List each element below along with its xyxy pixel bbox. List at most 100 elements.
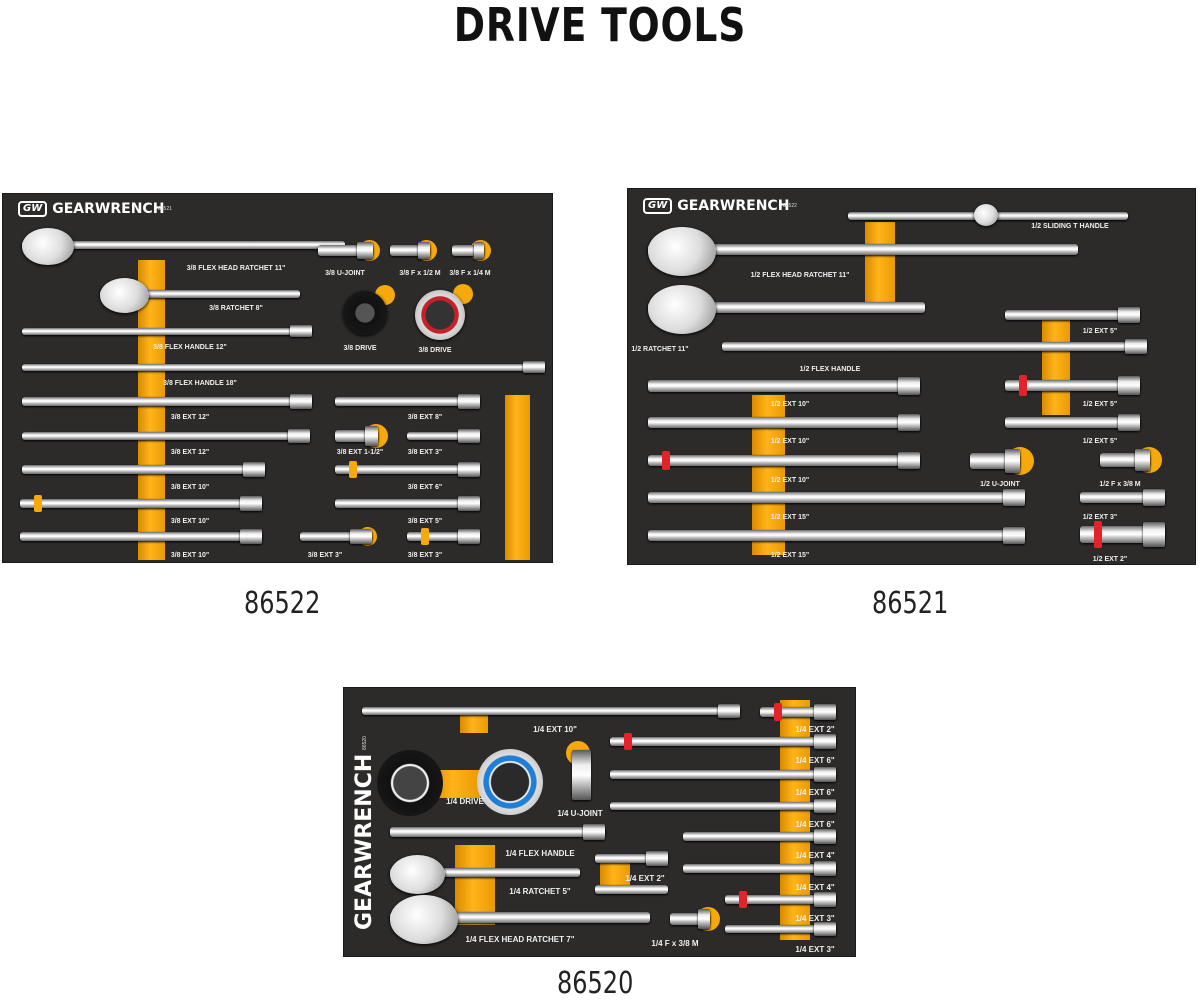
yellow-ring-icon — [34, 495, 42, 512]
tool-label-2-4-1-4-ext-6: 1/4 EXT 6" — [795, 756, 835, 765]
red-ring-icon — [1094, 521, 1102, 548]
extension-bar-icon — [20, 498, 262, 509]
tray-code: 86522 — [783, 203, 797, 209]
socket-end-icon — [898, 452, 920, 469]
extension-bar-icon — [725, 924, 836, 934]
socket-end-icon — [474, 242, 484, 259]
red-ring-icon — [624, 733, 632, 750]
socket-end-icon — [1118, 307, 1140, 323]
tool-label-0-8-3-8-flex-handle-18: 3/8 FLEX HANDLE 18" — [163, 380, 237, 387]
ratchet-handle-icon — [648, 301, 925, 313]
ratchet-head-icon — [648, 285, 716, 334]
yellow-ring-icon — [349, 461, 357, 478]
tool-label-0-6-3-8-drive: 3/8 DRIVE — [418, 347, 452, 354]
socket-end-icon — [365, 426, 378, 446]
socket-end-icon — [814, 704, 836, 720]
tool-label-1-8-1-2-ext-15: 1/2 EXT 15" — [770, 514, 810, 521]
red-ring-icon — [739, 891, 747, 908]
tool-label-2-1-1-4-ext-2: 1/4 EXT 2" — [795, 725, 835, 734]
extension-bar-icon — [390, 245, 430, 256]
socket-end-icon — [583, 824, 605, 840]
socket-end-icon — [356, 242, 373, 259]
ratchet-head-icon — [390, 854, 446, 895]
red-ring-icon — [1019, 375, 1027, 396]
tool-label-0-13-3-8-ext-10: 3/8 EXT 10" — [170, 552, 210, 559]
socket-end-icon — [898, 414, 920, 431]
tool-label-0-16-3-8-ext-3: 3/8 EXT 3" — [407, 449, 443, 456]
extension-bar-icon — [22, 431, 310, 441]
ratchet-knob-icon — [343, 291, 387, 335]
tool-label-0-19-3-8-ext-3: 3/8 EXT 3" — [307, 552, 343, 559]
tool-label-0-10-3-8-ext-12: 3/8 EXT 12" — [170, 449, 210, 456]
extension-bar-icon — [648, 417, 920, 428]
socket-end-icon — [1143, 522, 1165, 547]
extension-bar-icon — [760, 707, 836, 717]
socket-end-icon — [646, 851, 668, 866]
tool-label-1-7-1-2-ext-10: 1/2 EXT 10" — [770, 477, 810, 484]
tool-label-2-9-1-4-ext-2: 1/4 EXT 2" — [625, 874, 665, 883]
tool-label-1-5-1-2-ext-10: 1/2 EXT 10" — [770, 401, 810, 408]
tool-label-2-13-1-4-ext-4: 1/4 EXT 4" — [795, 883, 835, 892]
extension-bar-icon — [722, 341, 1147, 352]
extension-bar-icon — [335, 396, 480, 407]
tool-label-1-1-1-2-flex-head-ratchet-11: 1/2 FLEX HEAD RATCHET 11" — [750, 272, 850, 279]
foam-stripe — [460, 713, 488, 733]
socket-end-icon — [1143, 489, 1165, 506]
brand-name: GEARWRENCH — [677, 198, 790, 214]
tool-label-0-18-3-8-ext-5: 3/8 EXT 5" — [407, 518, 443, 525]
socket-end-icon — [698, 909, 710, 929]
socket-end-icon — [458, 462, 480, 477]
extension-bar-icon — [407, 431, 480, 441]
extension-bar-icon — [648, 530, 1025, 541]
extension-bar-icon — [335, 498, 480, 509]
tool-label-0-3-3-8-f-x-1-2-m: 3/8 F x 1/2 M — [399, 270, 441, 277]
tool-label-1-6-1-2-ext-10: 1/2 EXT 10" — [770, 438, 810, 445]
socket-end-icon — [350, 529, 372, 544]
gw-logo-icon: GW — [18, 201, 48, 217]
foam-stripe — [138, 260, 165, 560]
ratchet-head-icon — [100, 278, 150, 314]
socket-end-icon — [1003, 489, 1025, 506]
ratchet-head-icon — [22, 227, 75, 266]
socket-end-icon — [243, 462, 265, 477]
extension-bar-icon — [300, 531, 372, 542]
foam-stripe — [865, 222, 895, 310]
tool-label-1-2-1-2-ratchet-11: 1/2 RATCHET 11" — [631, 346, 689, 353]
socket-end-icon — [458, 496, 480, 511]
ratchet-handle-icon — [100, 290, 300, 299]
tool-label-1-13-1-2-f-x-3-8-m: 1/2 F x 3/8 M — [1099, 481, 1141, 488]
ratchet-handle-icon — [390, 868, 580, 878]
extension-bar-icon — [22, 363, 545, 371]
ratchet-knob-icon — [377, 750, 443, 816]
foam-stripe — [505, 395, 530, 560]
socket-end-icon — [418, 242, 430, 259]
tool-label-2-12-1-4-ext-4: 1/4 EXT 4" — [795, 851, 835, 860]
tray-model-86521: 86521 — [872, 586, 949, 621]
tool-label-0-12-3-8-ext-10: 3/8 EXT 10" — [170, 518, 210, 525]
extension-bar-icon — [648, 380, 920, 392]
brand-logo-vertical: GEARWRENCH — [352, 753, 377, 930]
socket-end-icon — [458, 529, 480, 544]
ratchet-handle-icon — [22, 240, 345, 250]
socket-end-icon — [458, 394, 480, 409]
extension-bar-icon — [390, 827, 605, 837]
brand-name: GEARWRENCH — [52, 201, 165, 217]
tray-code: 86521 — [158, 206, 172, 212]
foam-stripe — [455, 845, 495, 925]
tool-label-0-9-3-8-ext-12: 3/8 EXT 12" — [170, 414, 210, 421]
tool-label-0-7-3-8-flex-handle-12: 3/8 FLEX HANDLE 12" — [153, 344, 227, 351]
tool-label-1-4-1-2-flex-handle: 1/2 FLEX HANDLE — [799, 366, 861, 373]
ratchet-handle-icon — [648, 243, 1078, 255]
extension-bar-icon — [610, 736, 836, 747]
extension-bar-icon — [610, 769, 836, 780]
extension-bar-icon — [20, 531, 262, 542]
socket-end-icon — [1005, 449, 1020, 473]
tool-label-0-1-3-8-ratchet-8: 3/8 RATCHET 8" — [209, 305, 263, 312]
tool-label-0-4-3-8-f-x-1-4-m: 3/8 F x 1/4 M — [449, 270, 491, 277]
extension-bar-icon — [683, 863, 836, 874]
tool-label-2-8-1-4-ratchet-5: 1/4 RATCHET 5" — [509, 887, 571, 896]
socket-end-icon — [288, 429, 310, 443]
page-title: DRIVE TOOLS — [453, 0, 747, 52]
extension-bar-icon — [318, 245, 373, 256]
